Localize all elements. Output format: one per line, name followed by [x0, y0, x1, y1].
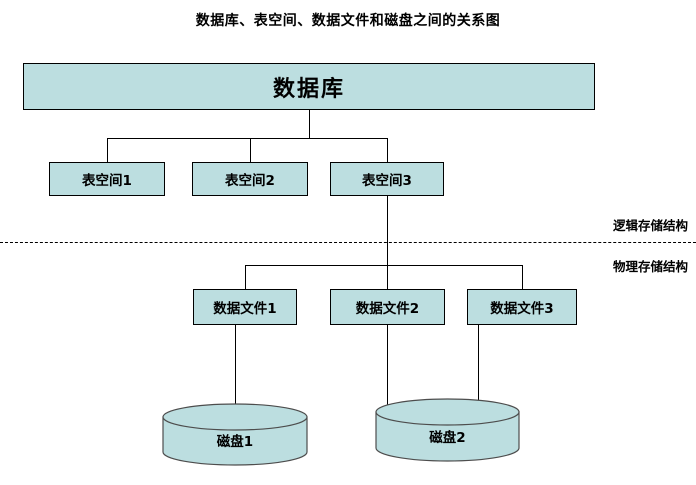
node-disk-2-label: 磁盘2 — [429, 430, 466, 446]
node-datafile-1-label: 数据文件1 — [213, 301, 277, 317]
node-disk-1[interactable]: 磁盘1 — [162, 403, 308, 466]
page-title: 数据库、表空间、数据文件和磁盘之间的关系图 — [195, 13, 501, 29]
connector-datafile2-to-disk2 — [387, 325, 388, 421]
connector-db-to-tablespace-3 — [387, 138, 388, 162]
node-datafile-2-label: 数据文件2 — [355, 301, 420, 317]
node-tablespace-2[interactable]: 表空间2 — [192, 162, 308, 196]
node-tablespace-3-label: 表空间3 — [362, 173, 412, 189]
connector-tablespace3-to-datafile-2 — [387, 265, 388, 289]
connector-datafile-bus — [245, 265, 522, 266]
connector-tablespace3-to-datafile-1 — [245, 265, 246, 289]
connector-datafile3-to-disk2 — [478, 325, 479, 421]
connector-db-stem — [309, 110, 310, 138]
node-datafile-3-label: 数据文件3 — [490, 301, 554, 317]
connector-db-to-tablespace-1 — [107, 138, 108, 162]
node-disk-2[interactable]: 磁盘2 — [375, 398, 520, 462]
connector-db-bus — [107, 138, 387, 139]
node-database-label: 数据库 — [272, 76, 345, 102]
node-tablespace-2-label: 表空间2 — [225, 173, 275, 189]
node-datafile-3[interactable]: 数据文件3 — [467, 289, 577, 325]
connector-datafile1-to-disk1 — [235, 325, 236, 425]
node-tablespace-1-label: 表空间1 — [82, 173, 132, 189]
disk-1-cylinder-shape — [162, 403, 308, 466]
connector-tablespace3-stem — [387, 196, 388, 265]
connector-db-to-tablespace-2 — [250, 138, 251, 162]
node-tablespace-1[interactable]: 表空间1 — [49, 162, 165, 196]
node-datafile-2[interactable]: 数据文件2 — [330, 289, 445, 325]
divider-logical-physical — [0, 242, 696, 243]
connector-tablespace3-to-datafile-3 — [522, 265, 523, 289]
node-tablespace-3[interactable]: 表空间3 — [330, 162, 444, 196]
label-physical-storage: 物理存储结构 — [612, 259, 688, 274]
node-database[interactable]: 数据库 — [23, 63, 595, 110]
label-logical-storage: 逻辑存储结构 — [612, 218, 688, 233]
node-datafile-1[interactable]: 数据文件1 — [193, 289, 297, 325]
node-disk-1-label: 磁盘1 — [216, 434, 254, 450]
disk-2-cylinder-shape — [375, 398, 520, 462]
